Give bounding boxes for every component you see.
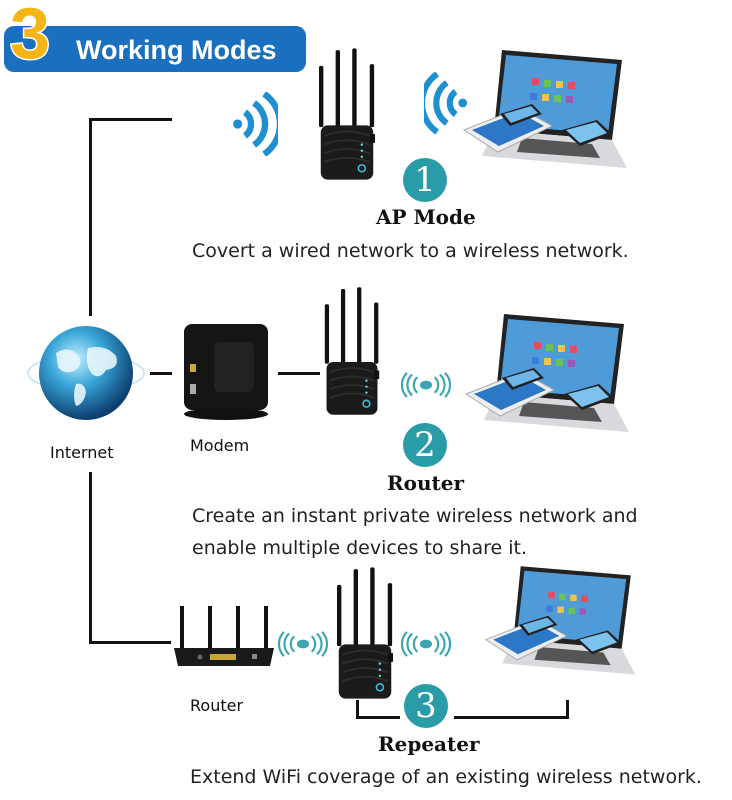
header-number: 3 (8, 0, 51, 74)
mode-description: enable multiple devices to share it. (192, 537, 528, 559)
mode-number-badge: 2 (403, 423, 447, 467)
mode-title: Repeater (378, 732, 480, 756)
router-label: Router (190, 696, 244, 715)
line-repeater-vertical (89, 472, 92, 644)
wifi-signal-icon (277, 631, 329, 657)
mode-description: Extend WiFi coverage of an existing wire… (190, 766, 702, 788)
mode-number-badge: 3 (404, 684, 448, 728)
mode-title: Router (387, 471, 465, 495)
modem-device-icon (184, 324, 268, 420)
mode-description: Create an instant private wireless netwo… (192, 505, 638, 527)
line-ext3-right (356, 716, 400, 719)
extender-device-icon (330, 562, 400, 704)
extender-device-icon (312, 40, 382, 188)
line-ap-vertical (89, 118, 92, 316)
mode-description: Covert a wired network to a wireless net… (192, 240, 629, 262)
globe-icon (27, 326, 145, 420)
modem-label: Modem (190, 436, 250, 455)
header-banner (4, 26, 306, 72)
line-ap-top (90, 118, 172, 121)
router-device-icon (174, 606, 274, 666)
extender-device-icon (318, 278, 386, 424)
line-internet-modem (150, 372, 172, 375)
laptop-devices-icon (462, 48, 632, 178)
line-repeater-bottom (89, 641, 171, 644)
mode-title: AP Mode (376, 205, 476, 229)
header-title: Working Modes (76, 35, 277, 65)
wifi-signal-icon (400, 631, 452, 657)
line-laptop3-up (566, 700, 569, 719)
line-modem-extender (278, 372, 320, 375)
laptop-devices-icon (484, 562, 640, 686)
line-badge3-right (454, 716, 568, 719)
laptop-devices-icon (464, 312, 634, 442)
internet-label: Internet (50, 443, 114, 462)
mode-number-badge: 1 (403, 158, 447, 202)
wifi-signal-icon (232, 92, 278, 156)
line-ext3-down (356, 700, 359, 718)
wifi-signal-icon (400, 372, 452, 398)
